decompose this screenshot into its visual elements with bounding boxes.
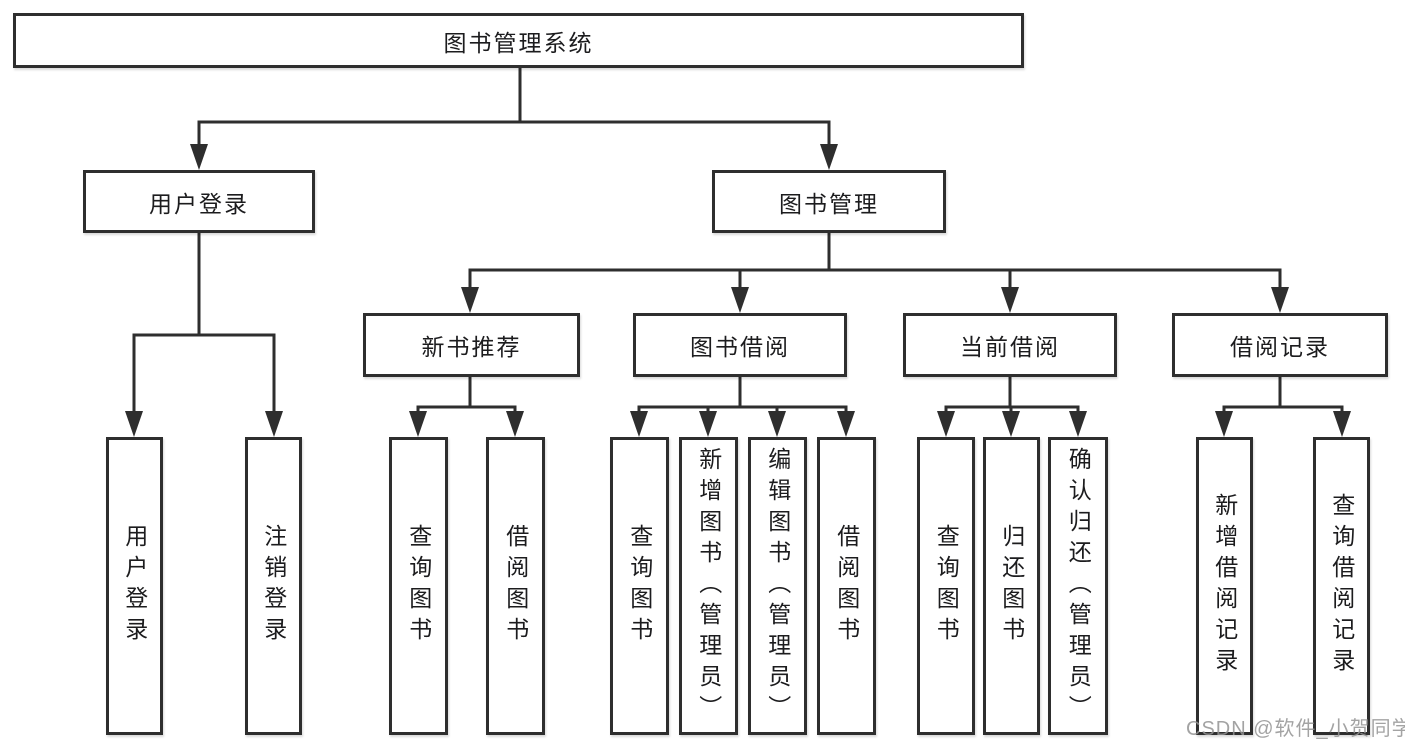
leaf-label: 查询图书 <box>405 524 432 648</box>
csdn-watermark: CSDN @软件_小贺同学 <box>1186 718 1405 740</box>
leaf-label: 查询图书 <box>933 524 960 648</box>
leaf-add-borrow-record: 新增借阅记录 <box>1196 437 1253 735</box>
leaf-borrow-books: 借阅图书 <box>817 437 876 735</box>
leaf-query-books: 查询图书 <box>389 437 448 735</box>
leaf-label: 查询借阅记录 <box>1328 493 1355 679</box>
leaf-label: 编辑图书（管理员） <box>764 446 791 726</box>
leaf-query-borrow-record: 查询借阅记录 <box>1313 437 1370 735</box>
node-current-borrowing: 当前借阅 <box>903 313 1117 377</box>
node-user-login: 用户登录 <box>83 170 315 233</box>
leaf-label: 新增图书（管理员） <box>695 446 722 726</box>
node-new-book-recommendation: 新书推荐 <box>363 313 580 377</box>
leaf-label: 借阅图书 <box>502 524 529 648</box>
node-book-borrowing: 图书借阅 <box>633 313 847 377</box>
leaf-add-book-admin: 新增图书（管理员） <box>679 437 738 735</box>
leaf-label: 新增借阅记录 <box>1211 493 1238 679</box>
arrowhead-icons <box>125 144 1351 437</box>
node-book-management: 图书管理 <box>712 170 946 233</box>
leaf-query-books: 查询图书 <box>610 437 669 735</box>
node-library-system: 图书管理系统 <box>13 13 1024 68</box>
leaf-logout: 注销登录 <box>245 437 302 735</box>
leaf-confirm-return-admin: 确认归还（管理员） <box>1048 437 1108 735</box>
node-borrowing-records: 借阅记录 <box>1172 313 1388 377</box>
leaf-label: 确认归还（管理员） <box>1065 446 1092 726</box>
leaf-label: 归还图书 <box>998 524 1025 648</box>
leaf-borrow-books: 借阅图书 <box>486 437 545 735</box>
leaf-label: 查询图书 <box>626 524 653 648</box>
leaf-edit-book-admin: 编辑图书（管理员） <box>748 437 807 735</box>
leaf-query-books: 查询图书 <box>917 437 975 735</box>
leaf-return-book: 归还图书 <box>983 437 1040 735</box>
leaf-label: 用户登录 <box>121 524 148 648</box>
leaf-label: 注销登录 <box>260 524 287 648</box>
leaf-user-login: 用户登录 <box>106 437 163 735</box>
leaf-label: 借阅图书 <box>833 524 860 648</box>
